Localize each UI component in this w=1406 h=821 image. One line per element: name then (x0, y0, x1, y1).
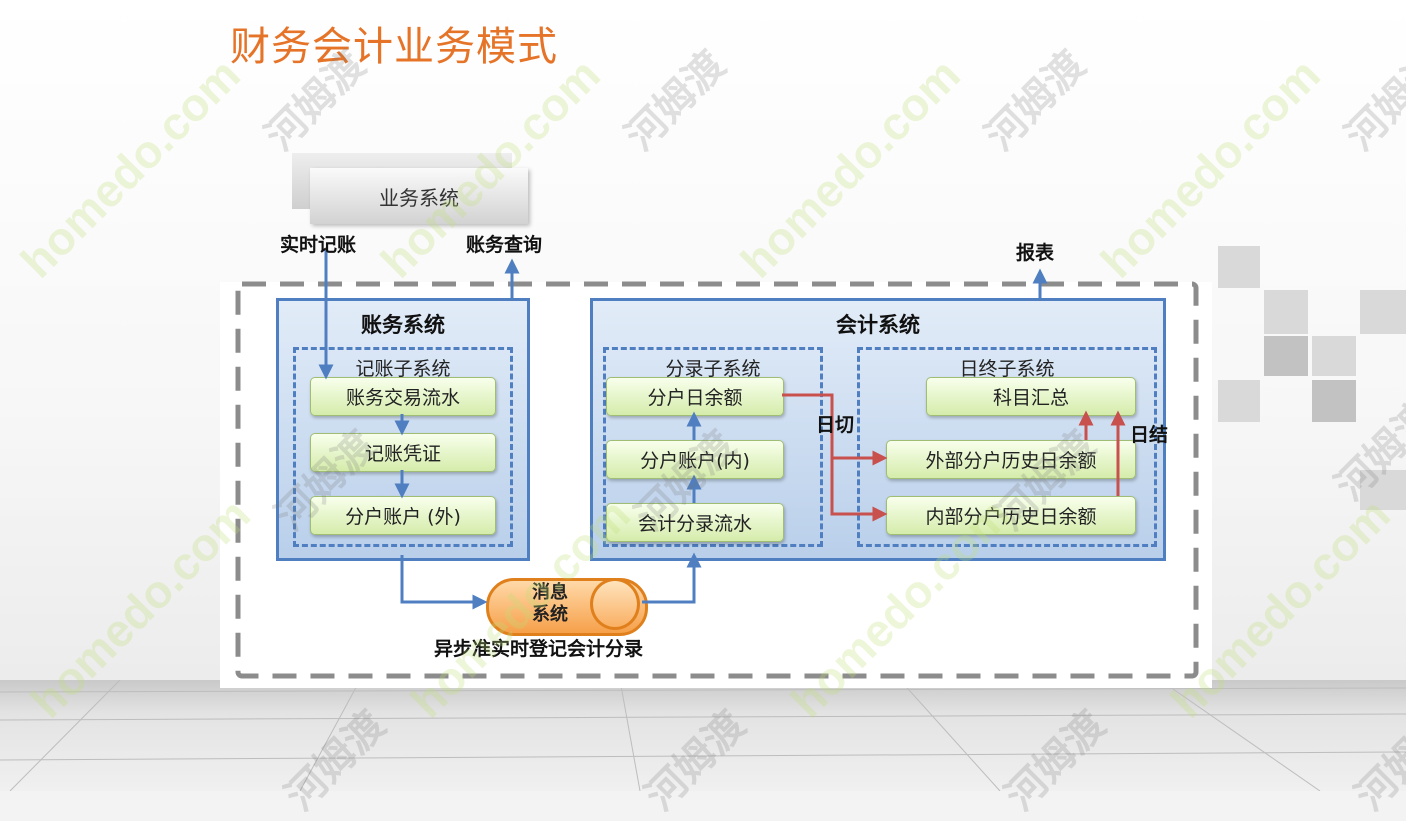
node-account-daily-balance: 分户日余额 (606, 377, 784, 416)
message-system-cap (590, 578, 640, 630)
node-internal-history-balance: 内部分户历史日余额 (886, 496, 1136, 535)
message-system-label: 消息系统 (510, 582, 590, 626)
ledger-system-title: 账务系统 (361, 313, 445, 337)
floor-grid (0, 680, 1406, 791)
arrow-ledger-to-message (400, 555, 488, 610)
booking-subsystem: 记账子系统 (293, 347, 513, 547)
eod-subsystem: 日终子系统 (857, 347, 1157, 547)
business-system-box: 业务系统 (310, 168, 528, 224)
label-report: 报表 (1016, 242, 1055, 264)
page-title: 财务会计业务模式 (230, 24, 558, 70)
node-external-account: 分户账户 (外) (310, 496, 496, 535)
deco-square (1312, 380, 1356, 422)
message-system-text: 消息系统 (532, 582, 568, 625)
node-accounting-entry-flow: 会计分录流水 (606, 503, 784, 542)
booking-subsystem-title: 记账子系统 (355, 358, 451, 380)
entry-subsystem: 分录子系统 (603, 347, 823, 547)
label-day-close: 日结 (1130, 424, 1169, 446)
deco-square (1264, 290, 1308, 334)
label-async-note: 异步准实时登记会计分录 (434, 638, 644, 660)
arrow-daycut-internal (830, 458, 888, 522)
label-day-cut: 日切 (816, 414, 855, 436)
entry-subsystem-title: 分录子系统 (665, 358, 761, 380)
deco-square (1264, 336, 1308, 376)
floor-background (0, 680, 1406, 791)
arrow-daycut-external (782, 393, 888, 466)
outer-dashed-boundary (235, 281, 1199, 679)
node-external-history-balance: 外部分户历史日余额 (886, 440, 1136, 479)
node-subject-summary: 科目汇总 (926, 377, 1136, 416)
deco-square (1360, 470, 1406, 510)
eod-subsystem-title: 日终子系统 (959, 358, 1055, 380)
deco-square (1218, 380, 1260, 422)
label-account-query: 账务查询 (466, 234, 543, 256)
deco-square (1218, 246, 1260, 288)
arrow-message-to-accounting (642, 552, 702, 604)
deco-square (1312, 336, 1356, 376)
deco-square (1360, 290, 1406, 334)
accounting-system-title: 会计系统 (836, 313, 920, 337)
diagram-overlay (235, 250, 1199, 679)
label-realtime-booking: 实时记账 (280, 234, 357, 256)
node-ledger-transaction-flow: 账务交易流水 (310, 377, 496, 416)
